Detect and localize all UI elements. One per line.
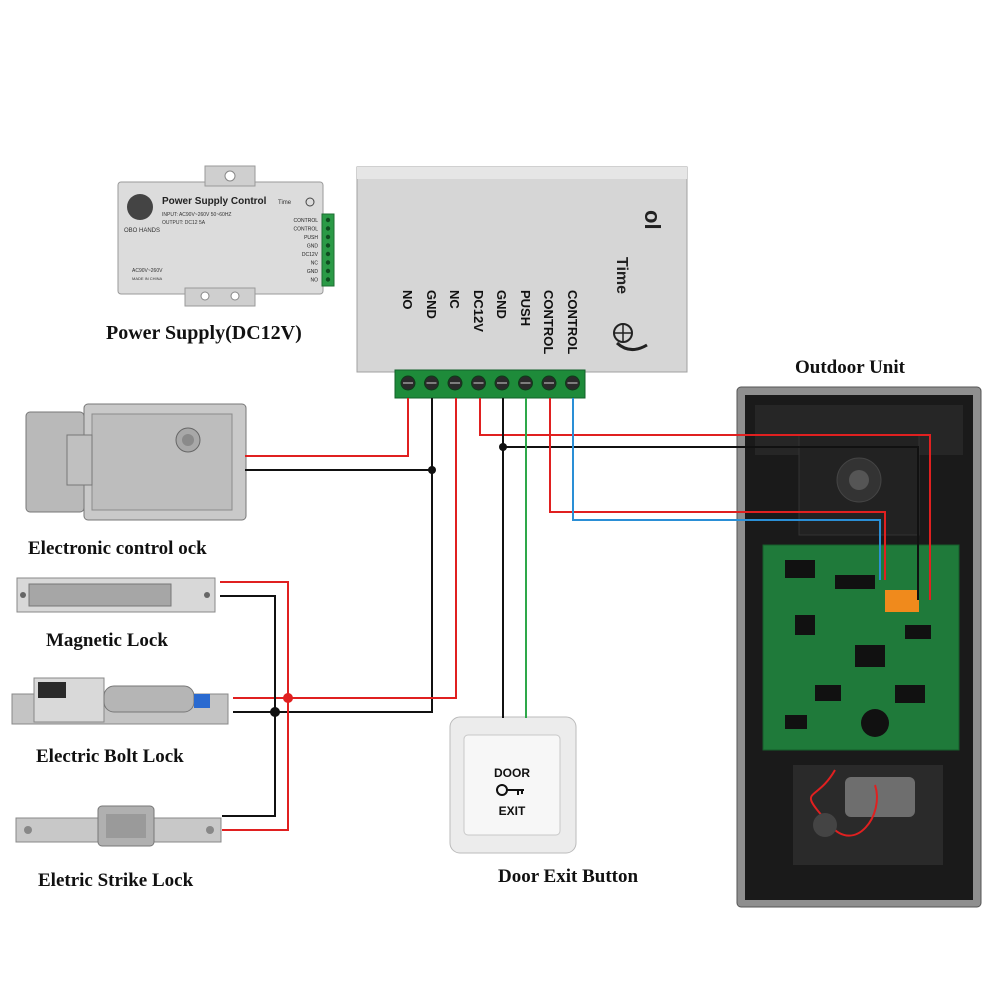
- wire-gnd-to-outdoor-unit: [502, 398, 919, 600]
- small-psu-terminal-label: GND: [307, 269, 319, 275]
- wire-dc12v-to-outdoor-unit: [479, 398, 931, 600]
- small-psu-screw-icon: [325, 260, 331, 265]
- small-psu-terminal-label: PUSH: [304, 235, 318, 241]
- outdoor-unit-image: [736, 386, 982, 908]
- small-psu-screw-icon: [325, 234, 331, 240]
- wire-red-lock-bus: [220, 581, 289, 831]
- electronic-control-lock-image: [25, 403, 247, 521]
- small-psu-title: Power Supply Control: [162, 196, 267, 207]
- wire-junctions: [270, 443, 507, 717]
- small-psu-terminal-block: [321, 213, 335, 287]
- exit-button-line1: DOOR: [494, 766, 530, 780]
- wire-control-blue-to-outdoor-unit: [572, 398, 881, 580]
- wire-black-lock-bus: [220, 595, 276, 817]
- small-psu-screw-icon: [325, 251, 331, 257]
- small-psu-terminal-label: NC: [311, 261, 319, 267]
- pcb-chip: [905, 625, 931, 639]
- small-power-supply: Power Supply Control OBO HANDS INPUT: AC…: [117, 165, 335, 307]
- small-psu-output: OUTPUT: DC12 5A: [162, 220, 206, 226]
- electronic-control-lock-label: Electronic control ock: [28, 538, 207, 559]
- door-exit-button-image: DOOR EXIT: [449, 716, 577, 854]
- small-psu-screw-icon: [325, 243, 331, 248]
- power-supply-label: Power Supply(DC12V): [106, 322, 302, 344]
- electric-strike-lock-image: [15, 805, 222, 847]
- time-knob-icon: [305, 197, 315, 207]
- wire-nc-to-bolt-lock: [233, 398, 457, 699]
- wire-control-red-to-outdoor-unit: [549, 398, 886, 580]
- small-psu-brand: OBO HANDS: [124, 228, 160, 234]
- wire-no-to-control-lock: [245, 398, 409, 457]
- brand-logo-icon: [127, 194, 153, 220]
- small-psu-bottom1: AC90V~260V: [132, 268, 163, 274]
- small-psu-screw-icon: [325, 277, 331, 282]
- camera-lens-icon: [849, 470, 869, 490]
- small-psu-terminal-label: GND: [307, 244, 319, 250]
- small-psu-terminal-label: DC12V: [302, 252, 319, 258]
- magnetic-lock-label: Magnetic Lock: [46, 630, 168, 651]
- small-psu-screw-icon: [325, 226, 331, 231]
- small-psu-screw-icon: [325, 217, 331, 223]
- small-psu-terminal-label: NO: [311, 278, 319, 284]
- electric-bolt-lock-image: [11, 677, 229, 725]
- wire-gnd-to-control-lock: [245, 398, 433, 471]
- small-psu-terminal-label: CONTROL: [294, 218, 319, 224]
- exit-button-line2: EXIT: [499, 804, 526, 818]
- magnetic-lock-image: [16, 577, 216, 613]
- pcb-chip: [855, 645, 885, 667]
- small-psu-input: INPUT: AC90V~260V 50~60HZ: [162, 212, 232, 218]
- wire-gnd-to-bolt-lock: [233, 470, 433, 713]
- pcb-chip: [815, 685, 841, 701]
- electric-bolt-lock-label: Electric Bolt Lock: [36, 746, 184, 767]
- small-psu-bottom2: MADE IN CHINA: [132, 276, 163, 281]
- big-power-supply: ol Time: [356, 166, 688, 399]
- pcb-chip: [895, 685, 925, 703]
- pcb-chip: [835, 575, 875, 589]
- small-psu-screw-icon: [325, 268, 331, 274]
- small-psu-terminal-label: CONTROL: [294, 227, 319, 233]
- pcb-chip: [785, 715, 807, 729]
- door-exit-button-label: Door Exit Button: [498, 866, 639, 887]
- outdoor-unit-label: Outdoor Unit: [795, 357, 905, 378]
- electric-strike-lock-label: Eletric Strike Lock: [38, 870, 194, 891]
- pcb-chip: [795, 615, 815, 635]
- pcb-chip: [785, 560, 815, 578]
- small-psu-time: Time: [278, 200, 292, 206]
- big-psu-corner-text: ol: [640, 210, 665, 230]
- big-psu-time: Time: [613, 257, 630, 294]
